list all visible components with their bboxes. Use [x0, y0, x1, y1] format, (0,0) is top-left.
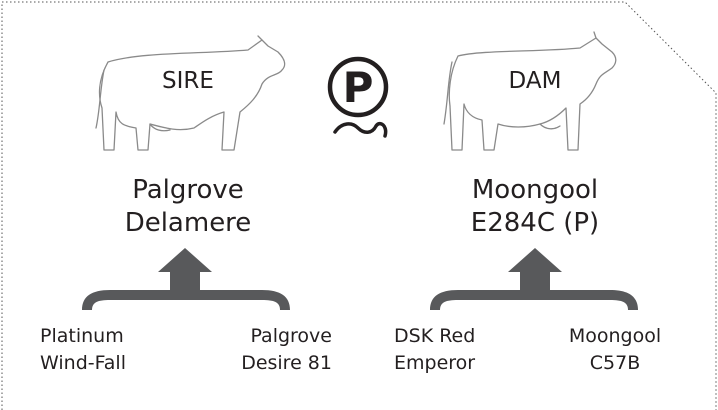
- sire-label: SIRE: [162, 68, 214, 94]
- sire-parent-right-line1: Palgrove: [250, 325, 332, 347]
- polled-symbol-letter: P: [343, 63, 374, 112]
- sire-parent-left-line2: Wind-Fall: [40, 351, 126, 374]
- sire-parent-left-line1: Platinum: [40, 325, 124, 347]
- sire-parent-right: Palgrove Desire 81: [234, 323, 332, 376]
- sire-name-line1: Palgrove: [132, 175, 244, 205]
- sire-parent-left: Platinum Wind-Fall: [40, 323, 126, 376]
- dam-parent-left-line2: Emperor: [394, 351, 476, 374]
- dam-name-line2: E284C (P): [470, 207, 600, 238]
- sire-lineage-bracket: [82, 248, 290, 310]
- dam-parent-left: DSK Red Emperor: [394, 323, 475, 376]
- dam-name: Moongool E284C (P): [445, 174, 625, 239]
- sire-name: Palgrove Delamere: [108, 174, 268, 239]
- dam-name-line1: Moongool: [471, 175, 599, 205]
- sire-parent-right-line2: Desire 81: [241, 351, 332, 374]
- sire-cow-icon: [95, 35, 286, 151]
- dam-label: DAM: [509, 68, 562, 94]
- sire-name-line2: Delamere: [124, 207, 252, 238]
- dam-parent-right-line2: C57B: [589, 351, 641, 374]
- dam-parent-right-line1: Moongool: [568, 325, 662, 347]
- polled-symbol-icon: P: [327, 56, 389, 138]
- dam-parent-left-line1: DSK Red: [394, 325, 476, 347]
- dam-cow-icon: [443, 31, 617, 151]
- dam-lineage-bracket: [430, 248, 638, 310]
- dam-parent-right: Moongool C57B: [560, 323, 670, 376]
